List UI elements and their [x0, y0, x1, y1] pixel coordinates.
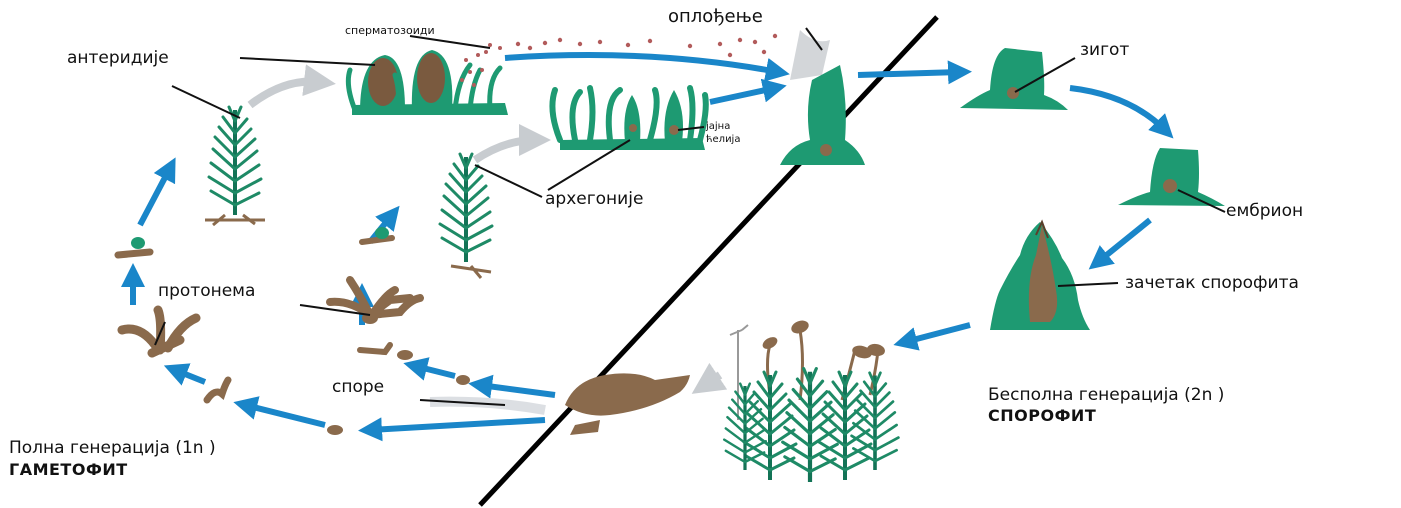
moss-plant-outer: [205, 107, 265, 225]
spore-inner: [456, 375, 470, 385]
leader-antheridia-2: [172, 86, 240, 118]
bud-inner: [362, 227, 392, 242]
moss-plant-inner: [440, 154, 492, 278]
label-zygote: зигот: [1080, 42, 1129, 59]
label-spores: споре: [332, 379, 384, 396]
fertilization-arrows: [505, 55, 778, 102]
grey-arrows: [250, 81, 720, 385]
mature-sporophyte-illustration: [724, 318, 898, 482]
embryo-illustration: [1118, 148, 1225, 206]
grey-arrow-to-antheridia: [250, 81, 320, 105]
label-sporophyte-start: зачетак спорофита: [1125, 275, 1299, 292]
arrow-archegonia-to-fertilization: [710, 88, 775, 102]
leader-antheridia-1: [240, 58, 375, 65]
label-gametophyte: ГАМЕТОФИТ: [9, 462, 128, 478]
arrow-outer-1: [245, 405, 325, 425]
germinating-spore-outer: [207, 380, 228, 400]
label-embryo: ембрион: [1226, 203, 1303, 220]
arrow-embryo-to-young-sporophyte: [1098, 220, 1150, 262]
spore-outer: [327, 425, 343, 435]
label-archegonia: архегоније: [545, 191, 643, 208]
arrow-sperm-to-fertilization: [505, 55, 778, 72]
spore-inner-2: [397, 350, 413, 360]
outer-spore-seq: [118, 107, 343, 435]
inner-spore-seq: [330, 154, 492, 385]
arrow-spores-to-protonema-outer: [370, 420, 545, 430]
germinating-spore-inner: [360, 345, 390, 352]
label-antheridia: антеридије: [67, 50, 169, 67]
label-sexual-generation: Полна генерација (1n ): [9, 440, 216, 457]
young-sporophyte-illustration: [990, 222, 1090, 330]
zygote-illustration: [960, 48, 1068, 110]
protonema-inner: [330, 280, 420, 324]
arrow-fertilization-to-zygote: [858, 72, 960, 75]
arrow-young-to-mature-sporophyte: [905, 325, 970, 342]
leader-archegonia-1: [475, 165, 542, 197]
arrow-inner-2: [415, 366, 455, 376]
grey-arrow-to-archegonia: [475, 140, 535, 160]
leader-spermatozoids: [410, 36, 490, 48]
label-protonema: протонема: [158, 283, 255, 300]
label-spermatozoids: сперматозоиди: [345, 25, 435, 36]
inner-cycle-arrows: [362, 215, 555, 395]
label-fertilization: оплођење: [668, 8, 763, 26]
antheridia-illustration: [348, 43, 508, 115]
label-sporophyte: СПОРОФИТ: [988, 408, 1096, 424]
arrow-zygote-to-embryo: [1070, 88, 1165, 130]
fertilization-archegonium: [780, 30, 865, 165]
label-egg-cell-line1: јајна: [706, 121, 730, 133]
grey-arrow-to-capsule: [705, 375, 720, 385]
arrow-outer-4: [140, 168, 170, 225]
arrow-outer-2: [175, 370, 205, 382]
protonema-outer: [122, 310, 196, 353]
label-egg-cell-line2: ћелија: [706, 134, 740, 146]
label-asexual-generation: Бесполна генерација (2n ): [988, 387, 1224, 404]
arrow-inner-1: [480, 385, 555, 395]
bud-outer: [118, 237, 150, 255]
